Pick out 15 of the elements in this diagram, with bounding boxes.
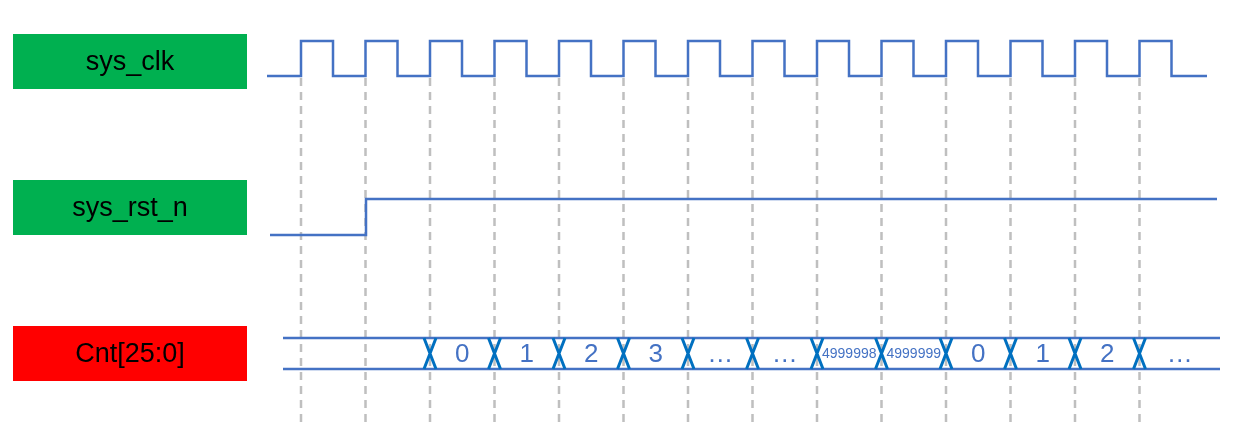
bus-value: 0 [455, 337, 470, 369]
bus-value: … [707, 337, 734, 369]
bus-value: 4999999 [886, 345, 941, 361]
bus-value: 4999998 [822, 345, 877, 361]
signal-name-box: sys_rst_n [13, 180, 247, 235]
bus-value: 3 [648, 337, 663, 369]
signal-name-box: Cnt[25:0] [13, 326, 247, 381]
bus-value: … [771, 337, 798, 369]
bus-value: … [1166, 337, 1193, 369]
bus-value: 1 [519, 337, 534, 369]
bus-value: 0 [971, 337, 986, 369]
signal-name-box: sys_clk [13, 34, 247, 89]
bus-value: 1 [1035, 337, 1050, 369]
bus-value: 2 [584, 337, 599, 369]
bus-value: 2 [1100, 337, 1115, 369]
